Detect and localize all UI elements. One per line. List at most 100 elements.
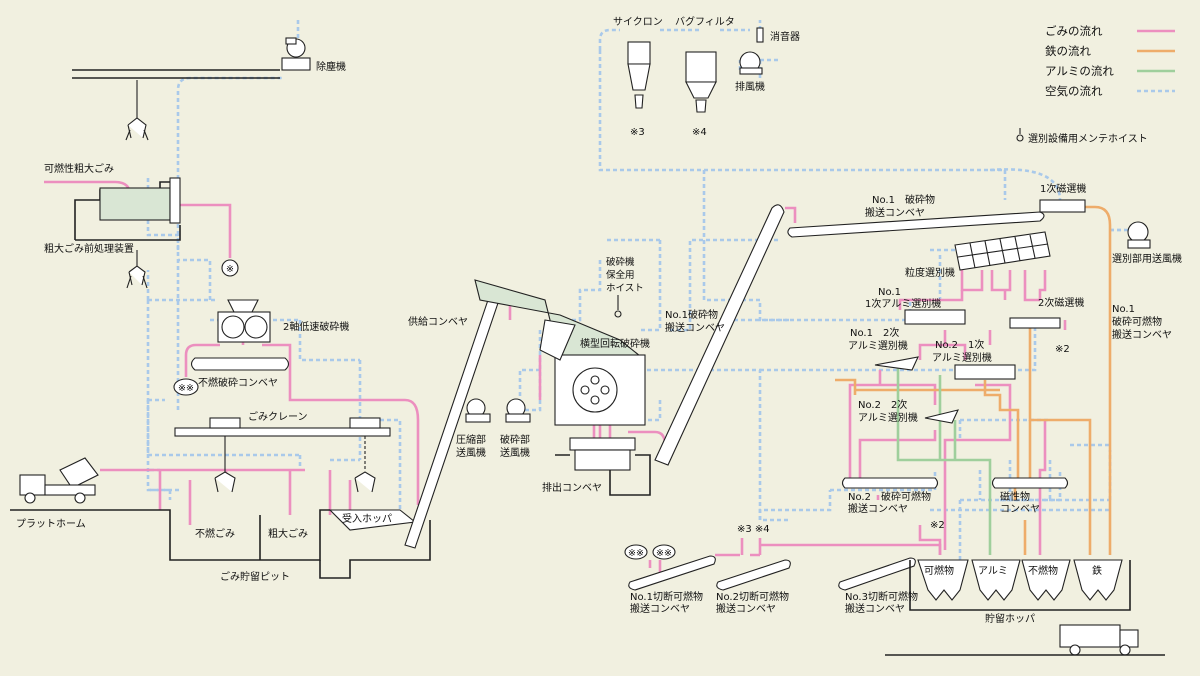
svg-text:可燃物: 可燃物 — [924, 564, 954, 577]
no1-cut-conveyor-label-1: No.1切断可燃物 — [630, 590, 703, 603]
no1-secondary-alu-separator: No.1 2次 アルミ選別機 — [848, 326, 919, 371]
svg-text:アルミ: アルミ — [978, 566, 1008, 577]
legend-garbage-label: ごみの流れ — [1045, 24, 1103, 38]
svg-text:※※: ※※ — [178, 383, 194, 394]
no2-secondary-alu-label-2: アルミ選別機 — [858, 411, 918, 424]
no2-combustible-conveyor: No.2 破砕可燃物 搬送コンベヤ — [841, 477, 939, 515]
no3-cut-conveyor-label-2: 搬送コンベヤ — [845, 602, 905, 615]
crusher-hoist-label-3: ホイスト — [606, 283, 644, 294]
magnetic-conveyor-label-1: 磁性物 — [1000, 490, 1030, 503]
discharge-conveyor-label: 排出コンベヤ — [542, 481, 602, 494]
crusher-hoist: 破砕機 保全用 ホイスト — [606, 256, 644, 318]
hopper-frame — [909, 560, 1131, 611]
nonburnable-label: 不燃ごみ — [195, 527, 235, 540]
trommel-screen: 粒度選別機 — [905, 231, 1051, 279]
legend-hoist-label: 選別設備用メンテホイスト — [1028, 132, 1148, 145]
no3-cut-conveyor-label-1: No.3切断可燃物 — [845, 590, 918, 603]
crush-fan-label-2: 送風機 — [500, 446, 530, 459]
cyclone: サイクロン ※3 — [613, 16, 663, 138]
mark-2b-label: ※2 — [930, 520, 945, 531]
crusher-hoist-label-1: 破砕機 — [606, 256, 635, 268]
sorting-fan: 選別部用送風機 — [1112, 221, 1182, 265]
dump-truck-right — [1059, 624, 1139, 656]
combustible-bulky-label: 可燃性粗大ごみ — [44, 162, 114, 175]
no1-combustible-conveyor-label-3: 搬送コンベヤ — [1112, 328, 1172, 341]
svg-text:※: ※ — [226, 264, 234, 275]
horizontal-rotary-crusher: 横型回転破砕機 — [474, 279, 650, 426]
twin-shaft-crusher: 2軸低速破砕機 — [217, 299, 349, 343]
marker-aa-2: ※※ ※※ — [624, 544, 676, 560]
no1-secondary-alu-label-2: アルミ選別機 — [848, 339, 908, 352]
no1-combustible-conveyor-label-2: 破砕可燃物 — [1112, 315, 1162, 328]
discharge-conveyor: 排出コンベヤ — [542, 437, 651, 496]
marker-aa: ※※ — [173, 378, 199, 396]
compress-fan-label-1: 圧縮部 — [456, 433, 486, 446]
receiving-hopper-label: 受入ホッパ — [342, 513, 392, 525]
magnetic-conveyor: 磁性物 コンベヤ — [991, 477, 1069, 515]
mark-4-label: ※4 — [692, 127, 707, 138]
no1-secondary-alu-label-1: No.1 2次 — [850, 326, 899, 339]
no1-crushed-conveyor2-label-2: 搬送コンベヤ — [865, 206, 925, 219]
bulky-label: 粗大ごみ — [268, 527, 308, 540]
legend: ごみの流れ 鉄の流れ アルミの流れ 空気の流れ 選別設備用メンテホイスト — [1016, 24, 1175, 145]
no1-cut-conveyor: No.1切断可燃物 搬送コンベヤ — [628, 555, 716, 615]
no2-cut-conveyor-label-2: 搬送コンベヤ — [716, 602, 776, 615]
dust-collector-label: 除塵機 — [316, 60, 346, 73]
garbage-crane: ごみクレーン — [174, 410, 391, 493]
legend-iron-label: 鉄の流れ — [1045, 44, 1091, 58]
sorting-fan-label: 選別部用送風機 — [1112, 252, 1182, 265]
no2-combustible-conveyor-label-1: No.2 破砕可燃物 — [848, 490, 931, 503]
platform-label: プラットホーム — [16, 518, 86, 530]
no1-combustible-conveyor-label-1: No.1 — [1112, 304, 1135, 315]
mark-3-label: ※3 — [630, 127, 645, 138]
no2-primary-alu-label-1: No.2 1次 — [935, 338, 984, 351]
grab-crane-1 — [125, 80, 149, 141]
horizontal-crusher-label: 横型回転破砕機 — [580, 337, 650, 350]
legend-air-label: 空気の流れ — [1045, 84, 1103, 98]
dump-truck-left — [19, 457, 99, 504]
crush-fan — [505, 398, 531, 423]
air-flow-lines — [146, 20, 1128, 560]
crush-fan-label-1: 破砕部 — [500, 433, 530, 446]
no1-primary-alu-label-2: 1次アルミ選別機 — [865, 297, 941, 310]
no2-primary-alu-separator: No.2 1次 アルミ選別機 — [932, 338, 1016, 380]
trommel-label: 粒度選別機 — [905, 266, 955, 279]
hopper-nonburnable: 不燃物 — [1021, 559, 1071, 601]
pit-ground — [10, 509, 330, 561]
storage-hopper-label: 貯留ホッパ — [985, 612, 1035, 625]
magnetic-conveyor-label-2: コンベヤ — [1000, 503, 1040, 515]
no1-crushed-conveyor-label-2: 搬送コンベヤ — [665, 321, 725, 334]
dust-collector-fan: 除塵機 — [281, 37, 346, 73]
exhaust-fan-label: 排風機 — [735, 80, 765, 93]
garbage-crane-label: ごみクレーン — [248, 410, 308, 423]
nonburn-conveyor: 不燃破砕コンベヤ — [190, 357, 290, 389]
pit-label: ごみ貯留ピット — [220, 570, 290, 583]
no1-crushed-conveyor-horizontal: No.1 破砕物 搬送コンベヤ — [787, 193, 1045, 238]
no2-cut-conveyor-label-1: No.2切断可燃物 — [716, 590, 789, 603]
no1-cut-conveyor-label-2: 搬送コンベヤ — [630, 602, 690, 615]
no1-crushed-conveyor-incline: No.1破砕物 搬送コンベヤ — [654, 204, 785, 466]
bulky-pretreatment-unit: 可燃性粗大ごみ 粗大ごみ前処理装置 — [44, 162, 181, 255]
svg-text:不燃物: 不燃物 — [1028, 564, 1058, 577]
crusher-hoist-label-2: 保全用 — [606, 269, 635, 281]
hopper-iron: 鉄 — [1073, 559, 1123, 601]
no1-primary-alu-separator: No.1 1次アルミ選別機 — [865, 287, 966, 325]
exhaust-fan: 消音器 排風機 — [735, 27, 800, 93]
mark-2a-label: ※2 — [1055, 344, 1070, 355]
supply-conveyor-label: 供給コンベヤ — [408, 315, 468, 328]
hopper-aluminum: アルミ — [971, 559, 1021, 601]
nonburn-conveyor-label: 不燃破砕コンベヤ — [198, 376, 278, 389]
no2-combustible-conveyor-label-2: 搬送コンベヤ — [848, 502, 908, 515]
secondary-magnet-label: 2次磁選機 — [1038, 296, 1084, 309]
marks-34-label: ※3 ※4 — [737, 524, 770, 535]
compress-fan-label-2: 送風機 — [456, 446, 486, 459]
building-rail — [72, 69, 280, 79]
cyclone-label: サイクロン — [613, 16, 663, 28]
svg-text:鉄: 鉄 — [1092, 564, 1102, 577]
marker-a: ※ — [221, 259, 239, 277]
bulky-pretreatment-label: 粗大ごみ前処理装置 — [44, 242, 134, 255]
bag-filter: バグフィルタ ※4 — [675, 15, 735, 138]
legend-aluminum-label: アルミの流れ — [1045, 64, 1114, 78]
silencer-label: 消音器 — [770, 30, 800, 43]
